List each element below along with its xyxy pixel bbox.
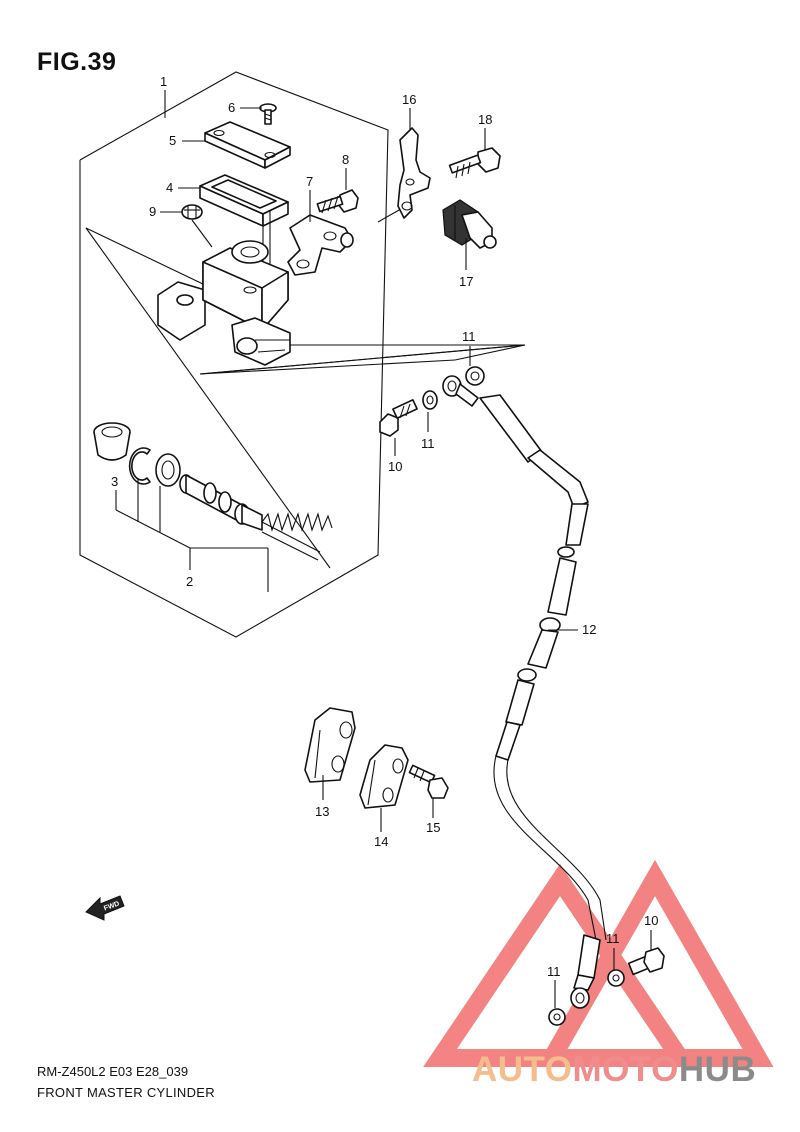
callout-8: 8: [342, 152, 349, 167]
callout-6: 6: [228, 100, 235, 115]
callout-3: 3: [111, 474, 118, 489]
diaphragm-part-4: [199, 174, 289, 295]
callout-1: 1: [160, 74, 167, 89]
callout-11-top-left: 11: [421, 436, 435, 451]
piston-part-2: [179, 474, 333, 561]
callout-10-top: 10: [388, 459, 402, 474]
brand-part-moto: MOTO: [572, 1050, 679, 1089]
callout-11-lower-right: 11: [606, 931, 620, 946]
screw-part-6: [259, 103, 277, 125]
brand-part-auto: AUTO: [472, 1050, 573, 1089]
callout-15: 15: [426, 820, 440, 835]
callout-18: 18: [478, 112, 492, 127]
holder-part-13: [304, 707, 356, 783]
callout-2: 2: [186, 574, 193, 589]
washer-part-11-lower-b: [607, 969, 625, 987]
reservoir-cap-part-5: [204, 121, 291, 169]
washer-part-11-lower-a: [548, 1008, 566, 1026]
leader-lines: [160, 90, 652, 1008]
brand-watermark: AUTOMOTOHUB: [472, 1050, 756, 1090]
bolt-part-18: [448, 147, 501, 179]
callout-16: 16: [402, 92, 416, 107]
washer-seal: [155, 453, 181, 487]
circlip: [128, 447, 151, 485]
callout-4: 4: [166, 180, 173, 195]
switch-part-17: [442, 199, 497, 249]
holder-part-14: [359, 744, 409, 809]
callout-7: 7: [306, 174, 313, 189]
callout-5: 5: [169, 133, 176, 148]
brake-hose-part-12: [442, 375, 607, 1009]
callout-12: 12: [582, 622, 596, 637]
master-cylinder-body-part-1: [157, 240, 291, 366]
washer-part-11-top-b: [465, 366, 485, 386]
sight-glass-part-9: [181, 204, 213, 248]
callout-13: 13: [315, 804, 329, 819]
bolt-part-15: [408, 764, 449, 799]
figure-title: FIG.39: [37, 48, 117, 76]
callout-9: 9: [149, 204, 156, 219]
boot-part-3: [93, 422, 131, 461]
clamp-part-7: [287, 214, 354, 276]
bolt-part-8: [316, 189, 359, 214]
callout-17: 17: [459, 274, 473, 289]
assembly-outline: [79, 71, 526, 638]
brand-part-hub: HUB: [678, 1050, 757, 1089]
banjo-bolt-part-10-lower: [627, 947, 665, 976]
banjo-bolt-part-10-top: [379, 399, 418, 437]
callout-10-lower: 10: [644, 913, 658, 928]
callout-11-lower-left: 11: [547, 964, 561, 979]
model-code: RM-Z450L2 E03 E28_039: [37, 1064, 189, 1079]
bracket-lines: [115, 478, 269, 592]
fwd-arrow-icon: FWD: [85, 895, 125, 921]
callout-14: 14: [374, 834, 388, 849]
watermark-triangle-icon: [423, 859, 774, 1067]
washer-part-11-top-a: [422, 390, 438, 410]
callouts: 1 2 3 4 5 6 7 8 9 10 10 11 11 11 11 12 1…: [111, 74, 658, 979]
callout-11-top-right: 11: [462, 329, 476, 344]
diagram-caption: FRONT MASTER CYLINDER: [37, 1085, 215, 1100]
lever-part-16: [397, 127, 431, 219]
